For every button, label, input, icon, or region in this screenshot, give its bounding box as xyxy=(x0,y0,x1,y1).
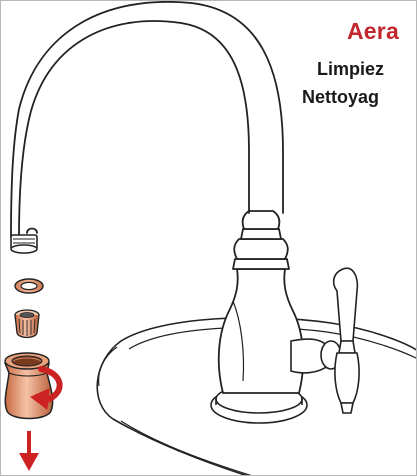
aerator-insert xyxy=(15,310,39,338)
subtitle-french: Nettoyag xyxy=(302,87,379,108)
washer xyxy=(15,279,43,293)
page-title: Aera xyxy=(347,18,399,45)
subtitle-spanish: Limpiez xyxy=(317,59,384,80)
spout-tip xyxy=(11,235,37,253)
aerator-housing xyxy=(5,353,53,419)
gooseneck-spout xyxy=(11,2,283,237)
down-arrow-icon xyxy=(19,431,39,471)
